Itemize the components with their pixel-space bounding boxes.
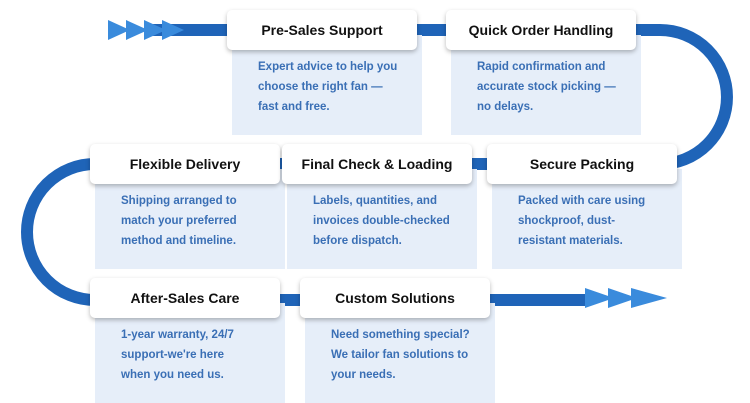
description-line: when you need us. <box>121 369 224 381</box>
start-chevron-4 <box>162 20 184 40</box>
end-chevrons <box>585 288 667 308</box>
step-description: Labels, quantities, and invoices double-… <box>287 169 477 269</box>
description-line: your needs. <box>331 369 396 381</box>
step-description: Shipping arranged to match your preferre… <box>95 169 285 269</box>
description-line: accurate stock picking — <box>477 81 616 93</box>
description-line: choose the right fan — <box>258 81 383 93</box>
step-description: Packed with care using shockproof, dust-… <box>492 169 682 269</box>
step-description: Need something special? We tailor fan so… <box>305 303 495 403</box>
description-line: Rapid confirmation and <box>477 61 606 73</box>
description-line: Expert advice to help you <box>258 61 398 73</box>
start-chevrons <box>108 20 184 40</box>
description-line: Labels, quantities, and <box>313 195 437 207</box>
step-title: After-Sales Care <box>90 278 280 318</box>
description-line: no delays. <box>477 101 534 113</box>
start-chevron-1 <box>108 20 130 40</box>
end-chevron-3 <box>631 288 667 308</box>
step-title: Custom Solutions <box>300 278 490 318</box>
description-line: shockproof, dust- <box>518 215 616 227</box>
description-line: invoices double-checked <box>313 215 450 227</box>
description-line: resistant materials. <box>518 235 623 247</box>
description-line: fast and free. <box>258 101 330 113</box>
description-line: method and timeline. <box>121 235 237 247</box>
step-title: Final Check & Loading <box>282 144 472 184</box>
description-line: Need something special? <box>331 329 470 341</box>
step-title: Quick Order Handling <box>446 10 636 50</box>
step-title: Secure Packing <box>487 144 677 184</box>
step-description: Expert advice to help you choose the rig… <box>232 35 422 135</box>
description-line: Packed with care using <box>518 195 646 207</box>
start-chevron-3 <box>144 20 166 40</box>
description-line: support-we're here <box>121 349 225 361</box>
start-chevron-2 <box>126 20 148 40</box>
description-line: Shipping arranged to <box>121 195 237 207</box>
end-chevron-1 <box>585 288 614 308</box>
description-line: match your preferred <box>121 215 237 227</box>
step-description: 1-year warranty, 24/7 support-we're here… <box>95 303 285 403</box>
end-chevron-2 <box>608 288 637 308</box>
description-line: We tailor fan solutions to <box>331 349 469 361</box>
description-line: before dispatch. <box>313 235 402 247</box>
step-description: Rapid confirmation and accurate stock pi… <box>451 35 641 135</box>
description-line: 1-year warranty, 24/7 <box>121 329 234 341</box>
step-title: Flexible Delivery <box>90 144 280 184</box>
step-title: Pre-Sales Support <box>227 10 417 50</box>
